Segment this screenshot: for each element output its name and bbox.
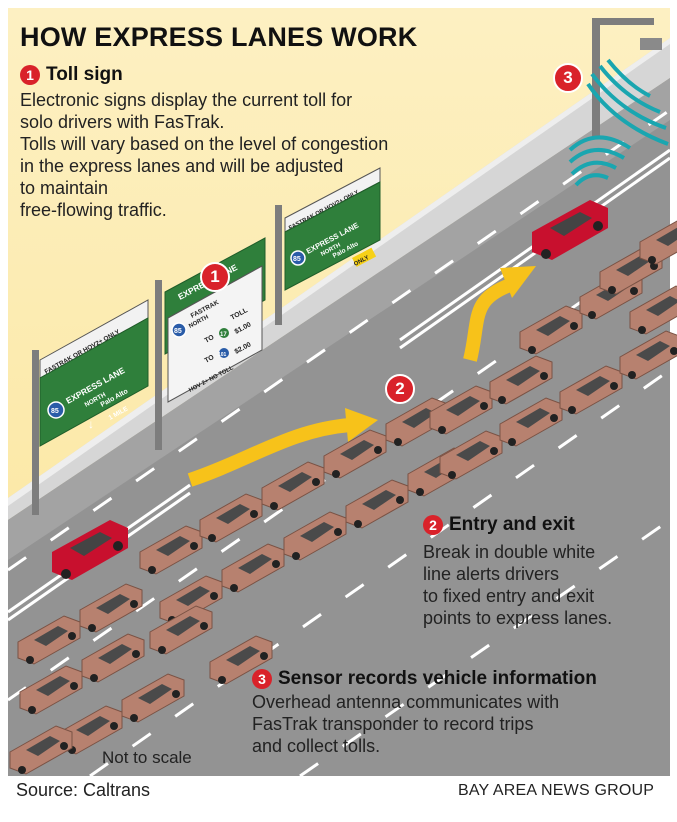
traffic-car bbox=[261, 461, 325, 511]
traffic-car bbox=[209, 635, 273, 685]
traffic-car bbox=[323, 429, 387, 479]
traffic-car bbox=[499, 397, 563, 447]
sign-middle-exit2: 101 bbox=[218, 352, 227, 358]
section-sensor: 3 Sensor records vehicle information Ove… bbox=[252, 668, 597, 757]
section-1-body: Electronic signs display the current tol… bbox=[20, 89, 388, 221]
traffic-car bbox=[81, 633, 145, 683]
section-2-line: line alerts drivers bbox=[423, 564, 560, 584]
section-1-line: free-flowing traffic. bbox=[20, 200, 167, 220]
scale-note: Not to scale bbox=[102, 748, 192, 767]
traffic-car bbox=[149, 605, 213, 655]
traffic-car bbox=[559, 365, 623, 415]
traffic-car bbox=[19, 665, 83, 715]
traffic-car bbox=[79, 583, 143, 633]
section-1-line: to maintain bbox=[20, 178, 109, 198]
section-1-line: Electronic signs display the current tol… bbox=[20, 90, 353, 110]
exit-arrow bbox=[463, 278, 513, 362]
traffic-car bbox=[283, 511, 347, 561]
section-3-line: Overhead antenna communicates with bbox=[252, 692, 560, 712]
section-3-body: Overhead antenna communicates with FasTr… bbox=[252, 691, 597, 757]
section-2-line: points to express lanes. bbox=[423, 608, 613, 628]
source-note: Source: Caltrans bbox=[16, 780, 151, 800]
section-3-line: and collect tolls. bbox=[252, 736, 381, 756]
traffic-car bbox=[429, 385, 493, 435]
sign-far-route: 85 bbox=[293, 256, 301, 263]
sign-near: FASTRAK OR HOV2+ ONLY 85 EXPRESS LANE NO… bbox=[39, 299, 149, 447]
sign-pole-middle bbox=[155, 280, 162, 450]
credit-line: BAY AREA NEWS GROUP bbox=[458, 782, 655, 799]
section-2-line: Break in double white bbox=[423, 542, 596, 562]
entry-arrow bbox=[187, 418, 351, 487]
traffic-car bbox=[345, 479, 409, 529]
traffic-car bbox=[439, 430, 503, 480]
traffic-car bbox=[221, 543, 285, 593]
sign-middle-exit1: 17 bbox=[220, 332, 227, 338]
red-car-express bbox=[532, 200, 608, 260]
traffic-car bbox=[489, 355, 553, 405]
antenna-arm bbox=[592, 18, 654, 25]
entry-arrow-head bbox=[345, 408, 378, 442]
sign-near-route: 85 bbox=[51, 408, 59, 415]
callout-badge-sensor: 3 bbox=[553, 63, 583, 93]
road-far-lane bbox=[8, 78, 670, 560]
section-1-line: in the express lanes and will be adjuste… bbox=[20, 156, 344, 176]
sign-far: FASTRAK OR HOV2+ ONLY 85 EXPRESS LANE NO… bbox=[284, 167, 381, 291]
traffic-car bbox=[159, 575, 223, 625]
callout-badge-toll-sign: 1 bbox=[200, 262, 230, 292]
callout-badge-entry-exit: 2 bbox=[385, 374, 415, 404]
traffic-car bbox=[629, 285, 677, 335]
car-signal-waves bbox=[568, 135, 632, 187]
sign-middle-to1: TO bbox=[204, 334, 216, 345]
page-title: HOW EXPRESS LANES WORK bbox=[20, 22, 418, 52]
section-1-line: Tolls will vary based on the level of co… bbox=[20, 134, 389, 154]
section-1-line: solo drivers with FasTrak. bbox=[20, 112, 225, 132]
section-1-heading: Toll sign bbox=[46, 64, 123, 85]
sign-middle-route: 85 bbox=[174, 328, 182, 335]
red-car-near bbox=[52, 520, 128, 580]
section-toll-sign: 1 Toll sign Electronic signs display the… bbox=[20, 64, 388, 221]
antenna-unit bbox=[640, 38, 662, 50]
section-entry-exit: 2 Entry and exit Break in double white l… bbox=[423, 514, 612, 629]
lane-dash-3 bbox=[89, 368, 671, 778]
lane-dash-4 bbox=[299, 518, 671, 778]
section-2-line: to fixed entry and exit bbox=[423, 586, 595, 606]
traffic-car bbox=[9, 725, 73, 775]
traffic-car bbox=[121, 673, 185, 723]
section-1-number: 1 bbox=[20, 65, 40, 85]
section-2-body: Break in double white line alerts driver… bbox=[423, 541, 612, 629]
sign-near-arrow-icon: ↓ bbox=[88, 417, 94, 431]
sign-middle-to2: TO bbox=[204, 354, 216, 365]
section-3-number: 3 bbox=[252, 669, 272, 689]
antenna-signal-waves bbox=[586, 58, 669, 146]
section-3-heading: Sensor records vehicle information bbox=[278, 668, 597, 689]
traffic-car bbox=[139, 525, 203, 575]
traffic-car bbox=[639, 220, 677, 265]
exit-arrow-head bbox=[500, 266, 536, 298]
sign-pole-far bbox=[275, 205, 282, 325]
section-2-heading: Entry and exit bbox=[449, 514, 575, 535]
section-3-line: FasTrak transponder to record trips bbox=[252, 714, 534, 734]
sign-pole-near bbox=[32, 350, 39, 515]
traffic-car bbox=[199, 493, 263, 543]
traffic-car bbox=[619, 330, 677, 380]
traffic-car bbox=[17, 615, 81, 665]
traffic-car bbox=[519, 305, 583, 355]
section-2-number: 2 bbox=[423, 515, 443, 535]
